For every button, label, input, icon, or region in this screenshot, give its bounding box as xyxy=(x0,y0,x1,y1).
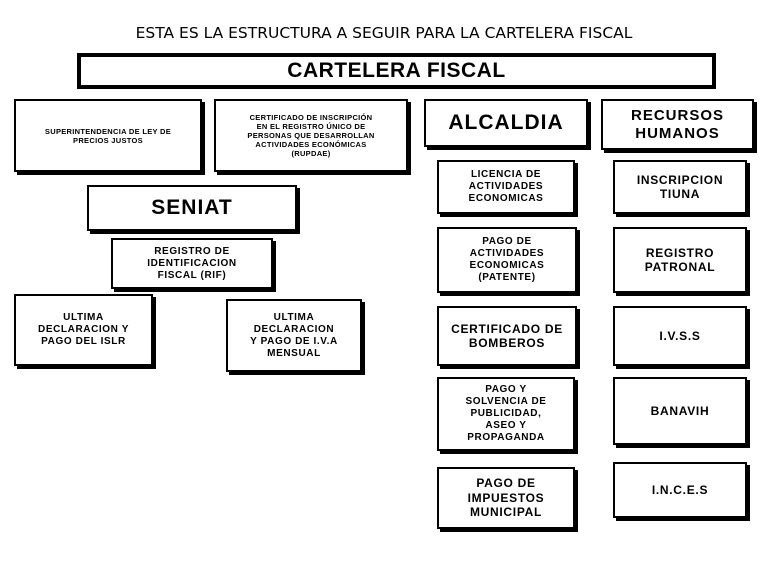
box-licencia-label: LICENCIA DE ACTIVIDADES ECONOMICAS xyxy=(468,169,544,204)
box-recursos-humanos-label: RECURSOS HUMANOS xyxy=(630,106,724,142)
box-ivss-label: I.V.S.S xyxy=(659,328,701,343)
box-patronal-label: REGISTRO PATRONAL xyxy=(644,245,716,274)
box-publicidad-label: PAGO Y SOLVENCIA DE PUBLICIDAD, ASEO Y P… xyxy=(465,384,547,443)
box-alcaldia-label: ALCALDIA xyxy=(448,111,564,135)
box-iva-label: ULTIMA DECLARACION Y PAGO DE I.V.A MENSU… xyxy=(250,311,338,359)
box-inces-label: I.N.C.E.S xyxy=(651,482,709,497)
box-superintendencia-label: SUPERINTENDENCIA DE LEY DE PRECIOS JUSTO… xyxy=(44,126,172,145)
box-superintendencia: SUPERINTENDENCIA DE LEY DE PRECIOS JUSTO… xyxy=(14,99,202,172)
box-licencia: LICENCIA DE ACTIVIDADES ECONOMICAS xyxy=(437,160,575,214)
box-banavih-label: BANAVIH xyxy=(650,403,710,418)
box-patente-label: PAGO DE ACTIVIDADES ECONOMICAS (PATENTE) xyxy=(469,236,545,283)
page-heading: ESTA ES LA ESTRUCTURA A SEGUIR PARA LA C… xyxy=(135,24,633,42)
box-inces: I.N.C.E.S xyxy=(613,462,747,518)
box-ivss: I.V.S.S xyxy=(613,306,747,366)
box-rupdae: CERTIFICADO DE INSCRIPCIÓN EN EL REGISTR… xyxy=(214,99,408,172)
box-alcaldia: ALCALDIA xyxy=(424,99,588,147)
box-seniat-label: SENIAT xyxy=(151,196,233,220)
box-publicidad: PAGO Y SOLVENCIA DE PUBLICIDAD, ASEO Y P… xyxy=(437,377,575,451)
box-rif: REGISTRO DE IDENTIFICACION FISCAL (RIF) xyxy=(111,238,273,289)
cartelera-fiscal-banner: CARTELERA FISCAL xyxy=(77,53,716,89)
box-impuestos-label: PAGO DE IMPUESTOS MUNICIPAL xyxy=(467,476,545,520)
box-impuestos: PAGO DE IMPUESTOS MUNICIPAL xyxy=(437,467,575,529)
box-seniat: SENIAT xyxy=(87,185,297,231)
box-banavih: BANAVIH xyxy=(613,377,747,445)
box-rupdae-label: CERTIFICADO DE INSCRIPCIÓN EN EL REGISTR… xyxy=(247,113,375,158)
box-recursos-humanos: RECURSOS HUMANOS xyxy=(601,99,754,150)
box-iva: ULTIMA DECLARACION Y PAGO DE I.V.A MENSU… xyxy=(226,299,362,372)
box-bomberos-label: CERTIFICADO DE BOMBEROS xyxy=(451,321,563,350)
box-patente: PAGO DE ACTIVIDADES ECONOMICAS (PATENTE) xyxy=(437,227,577,293)
box-bomberos: CERTIFICADO DE BOMBEROS xyxy=(437,306,577,366)
box-islr-label: ULTIMA DECLARACION Y PAGO DEL ISLR xyxy=(38,312,129,347)
box-tiuna: INSCRIPCION TIUNA xyxy=(613,160,747,214)
box-islr: ULTIMA DECLARACION Y PAGO DEL ISLR xyxy=(14,294,153,366)
box-patronal: REGISTRO PATRONAL xyxy=(613,227,747,293)
banner-label: CARTELERA FISCAL xyxy=(287,59,506,83)
box-rif-label: REGISTRO DE IDENTIFICACION FISCAL (RIF) xyxy=(147,245,237,281)
box-tiuna-label: INSCRIPCION TIUNA xyxy=(636,172,724,201)
